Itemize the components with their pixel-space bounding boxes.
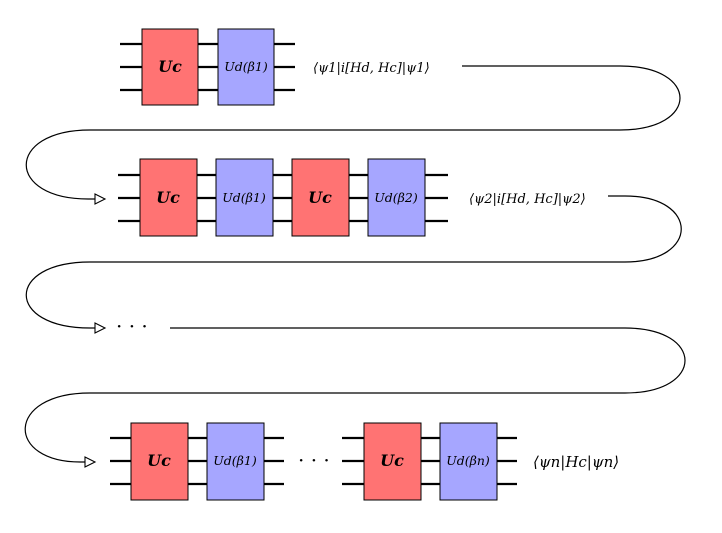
stage-1-expectation: ⟨ψ1|i[Hd, Hc]|ψ1⟩ — [313, 61, 430, 76]
cost-gate-label: Uc — [147, 451, 171, 470]
stage-2-circuit: Uc Ud(β1) Uc Ud(β2) — [118, 158, 448, 237]
mixer-gate-label: Ud(βn) — [446, 453, 490, 468]
mixer-gate-label: Ud(β1) — [224, 59, 268, 74]
cost-gate — [291, 158, 350, 237]
mixer-gate — [217, 28, 275, 106]
stage-2-expectation: ⟨ψ2|i[Hd, Hc]|ψ2⟩ — [469, 192, 586, 207]
mixer-gate-label: Ud(β2) — [374, 190, 418, 205]
cost-gate-label: Uc — [308, 188, 332, 207]
cost-gate — [363, 422, 422, 501]
ellipsis-gates: · · · — [298, 448, 330, 472]
arrowhead-3 — [84, 456, 97, 468]
ellipsis-middle: · · · — [116, 314, 148, 338]
cost-gate-label: Uc — [156, 188, 180, 207]
mixer-gate-label: Ud(β1) — [213, 453, 257, 468]
connector-2 — [25, 195, 682, 329]
connector-3 — [24, 327, 686, 463]
stage-1-circuit: Uc Ud(β1) — [120, 28, 295, 106]
connector-1 — [25, 65, 681, 200]
arrowhead-2 — [94, 322, 107, 334]
final-expectation: ⟨ψn|Hc|ψn⟩ — [533, 453, 619, 471]
cost-gate — [130, 422, 189, 501]
cost-gate — [141, 28, 199, 106]
mixer-gate — [367, 158, 426, 237]
cost-gate-label: Uc — [380, 451, 404, 470]
mixer-gate — [439, 422, 498, 501]
stage-n-circuit: Uc Ud(β1) — [110, 422, 284, 501]
stage-n-final-gates: Uc Ud(βn) — [342, 422, 517, 501]
mixer-gate-label: Ud(β1) — [222, 190, 266, 205]
cost-gate-label: Uc — [158, 57, 182, 76]
mixer-gate — [206, 422, 265, 501]
mixer-gate — [215, 158, 274, 237]
arrowhead-1 — [94, 193, 107, 205]
cost-gate — [139, 158, 198, 237]
